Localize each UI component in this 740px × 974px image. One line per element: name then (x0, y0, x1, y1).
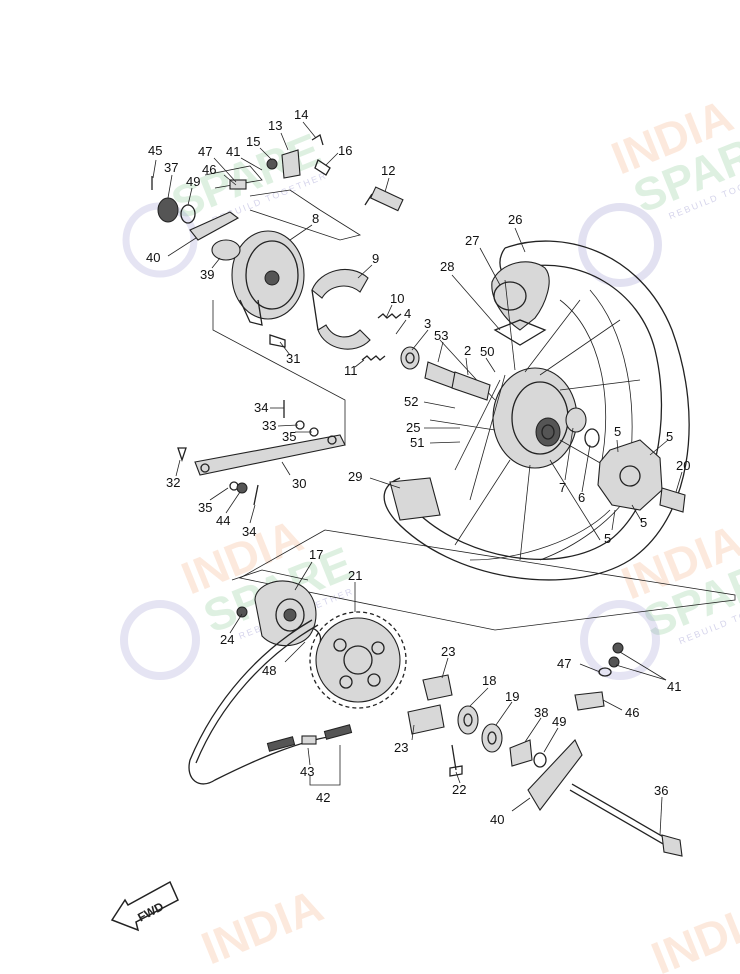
callout-labels: 45 37 47 41 15 13 14 16 46 49 12 8 40 39… (146, 107, 690, 827)
callout-14: 14 (294, 107, 308, 122)
callout-46: 46 (625, 705, 639, 720)
callout-41: 41 (667, 679, 681, 694)
callout-21: 21 (348, 568, 362, 583)
callout-19: 19 (505, 689, 519, 704)
callout-50: 50 (480, 344, 494, 359)
callout-46: 46 (202, 162, 216, 177)
bolt-31 (269, 334, 286, 348)
sprocket-hub (236, 580, 322, 647)
grouping-lines (204, 165, 736, 631)
callout-45: 45 (148, 143, 162, 158)
callout-3: 3 (424, 316, 431, 331)
inner-tube (491, 261, 550, 331)
callout-22: 22 (452, 782, 466, 797)
callout-5: 5 (666, 429, 673, 444)
bolt-22 (449, 744, 463, 777)
callout-27: 27 (465, 233, 479, 248)
callout-41: 41 (226, 144, 240, 159)
chain-puller-plates (407, 674, 453, 735)
hub-bearings (457, 705, 503, 753)
callout-26: 26 (508, 212, 522, 227)
callout-53: 53 (434, 328, 448, 343)
callout-13: 13 (268, 118, 282, 133)
drive-chain (188, 619, 353, 785)
callout-28: 28 (440, 259, 454, 274)
callout-5: 5 (604, 531, 611, 546)
callout-16: 16 (338, 143, 352, 158)
callout-44: 44 (216, 513, 230, 528)
brake-cam-lever (266, 133, 331, 179)
callout-10: 10 (390, 291, 404, 306)
callout-4: 4 (404, 306, 411, 321)
collar-38 (509, 739, 547, 768)
chain-adjuster-left (151, 176, 247, 241)
callout-49: 49 (186, 174, 200, 189)
callout-49: 49 (552, 714, 566, 729)
brake-shoes (311, 269, 371, 350)
callout-35: 35 (282, 429, 296, 444)
callout-38: 38 (534, 705, 548, 720)
watermarks: INDIA SPARE REBUILD TOGETHER SPARE REBUI… (120, 89, 740, 974)
callout-39: 39 (200, 267, 214, 282)
fwd-arrow: FWD (110, 880, 179, 932)
callout-40: 40 (146, 250, 160, 265)
callout-34: 34 (254, 400, 268, 415)
watermark-line1-bottom: INDIA (194, 879, 330, 974)
rear-sprocket (309, 611, 407, 709)
callout-6: 6 (578, 490, 585, 505)
callout-34: 34 (242, 524, 256, 539)
callout-20: 20 (676, 458, 690, 473)
callout-7: 7 (559, 480, 566, 495)
callout-24: 24 (220, 632, 234, 647)
callout-9: 9 (372, 251, 379, 266)
callout-23: 23 (441, 644, 455, 659)
tire-valve (364, 186, 404, 212)
callout-32: 32 (166, 475, 180, 490)
chain-guide-29 (389, 477, 441, 521)
callout-31: 31 (286, 351, 300, 366)
watermark-icon (580, 600, 660, 680)
callout-29: 29 (348, 469, 362, 484)
callout-47: 47 (557, 656, 571, 671)
callout-2: 2 (464, 343, 471, 358)
callout-12: 12 (381, 163, 395, 178)
watermark-bottom: INDIA (194, 879, 330, 974)
callout-18: 18 (482, 673, 496, 688)
callout-37: 37 (164, 160, 178, 175)
callout-leaders (152, 121, 683, 836)
callout-51: 51 (410, 435, 424, 450)
callout-35: 35 (198, 500, 212, 515)
wheel-dampers (597, 439, 686, 513)
watermark-icon (578, 203, 662, 287)
callout-15: 15 (246, 134, 260, 149)
callout-30: 30 (292, 476, 306, 491)
collar-39 (211, 239, 241, 261)
callout-23: 23 (394, 740, 408, 755)
callout-17: 17 (309, 547, 323, 562)
brake-panel (231, 230, 305, 326)
watermark-bottom-right: INDIA (644, 889, 740, 974)
chain-adjuster-right (527, 642, 624, 811)
brake-springs (361, 313, 402, 361)
callout-36: 36 (654, 783, 668, 798)
callout-40: 40 (490, 812, 504, 827)
callout-5: 5 (614, 424, 621, 439)
callout-42: 42 (316, 790, 330, 805)
tension-bar (177, 400, 346, 506)
watermark-icon (120, 600, 200, 680)
callout-48: 48 (262, 663, 276, 678)
callout-52: 52 (404, 394, 418, 409)
callout-11: 11 (344, 363, 358, 378)
callout-5: 5 (640, 515, 647, 530)
watermark-middle-right: INDIA SPARE REBUILD TOGETHER (614, 514, 740, 648)
callout-47: 47 (198, 144, 212, 159)
callout-25: 25 (406, 420, 420, 435)
callout-8: 8 (312, 211, 319, 226)
callout-33: 33 (262, 418, 276, 433)
callout-43: 43 (300, 764, 314, 779)
axle-collars (400, 346, 600, 448)
watermark-line1-bottom-right: INDIA (644, 889, 740, 974)
rear-axle (569, 783, 683, 857)
